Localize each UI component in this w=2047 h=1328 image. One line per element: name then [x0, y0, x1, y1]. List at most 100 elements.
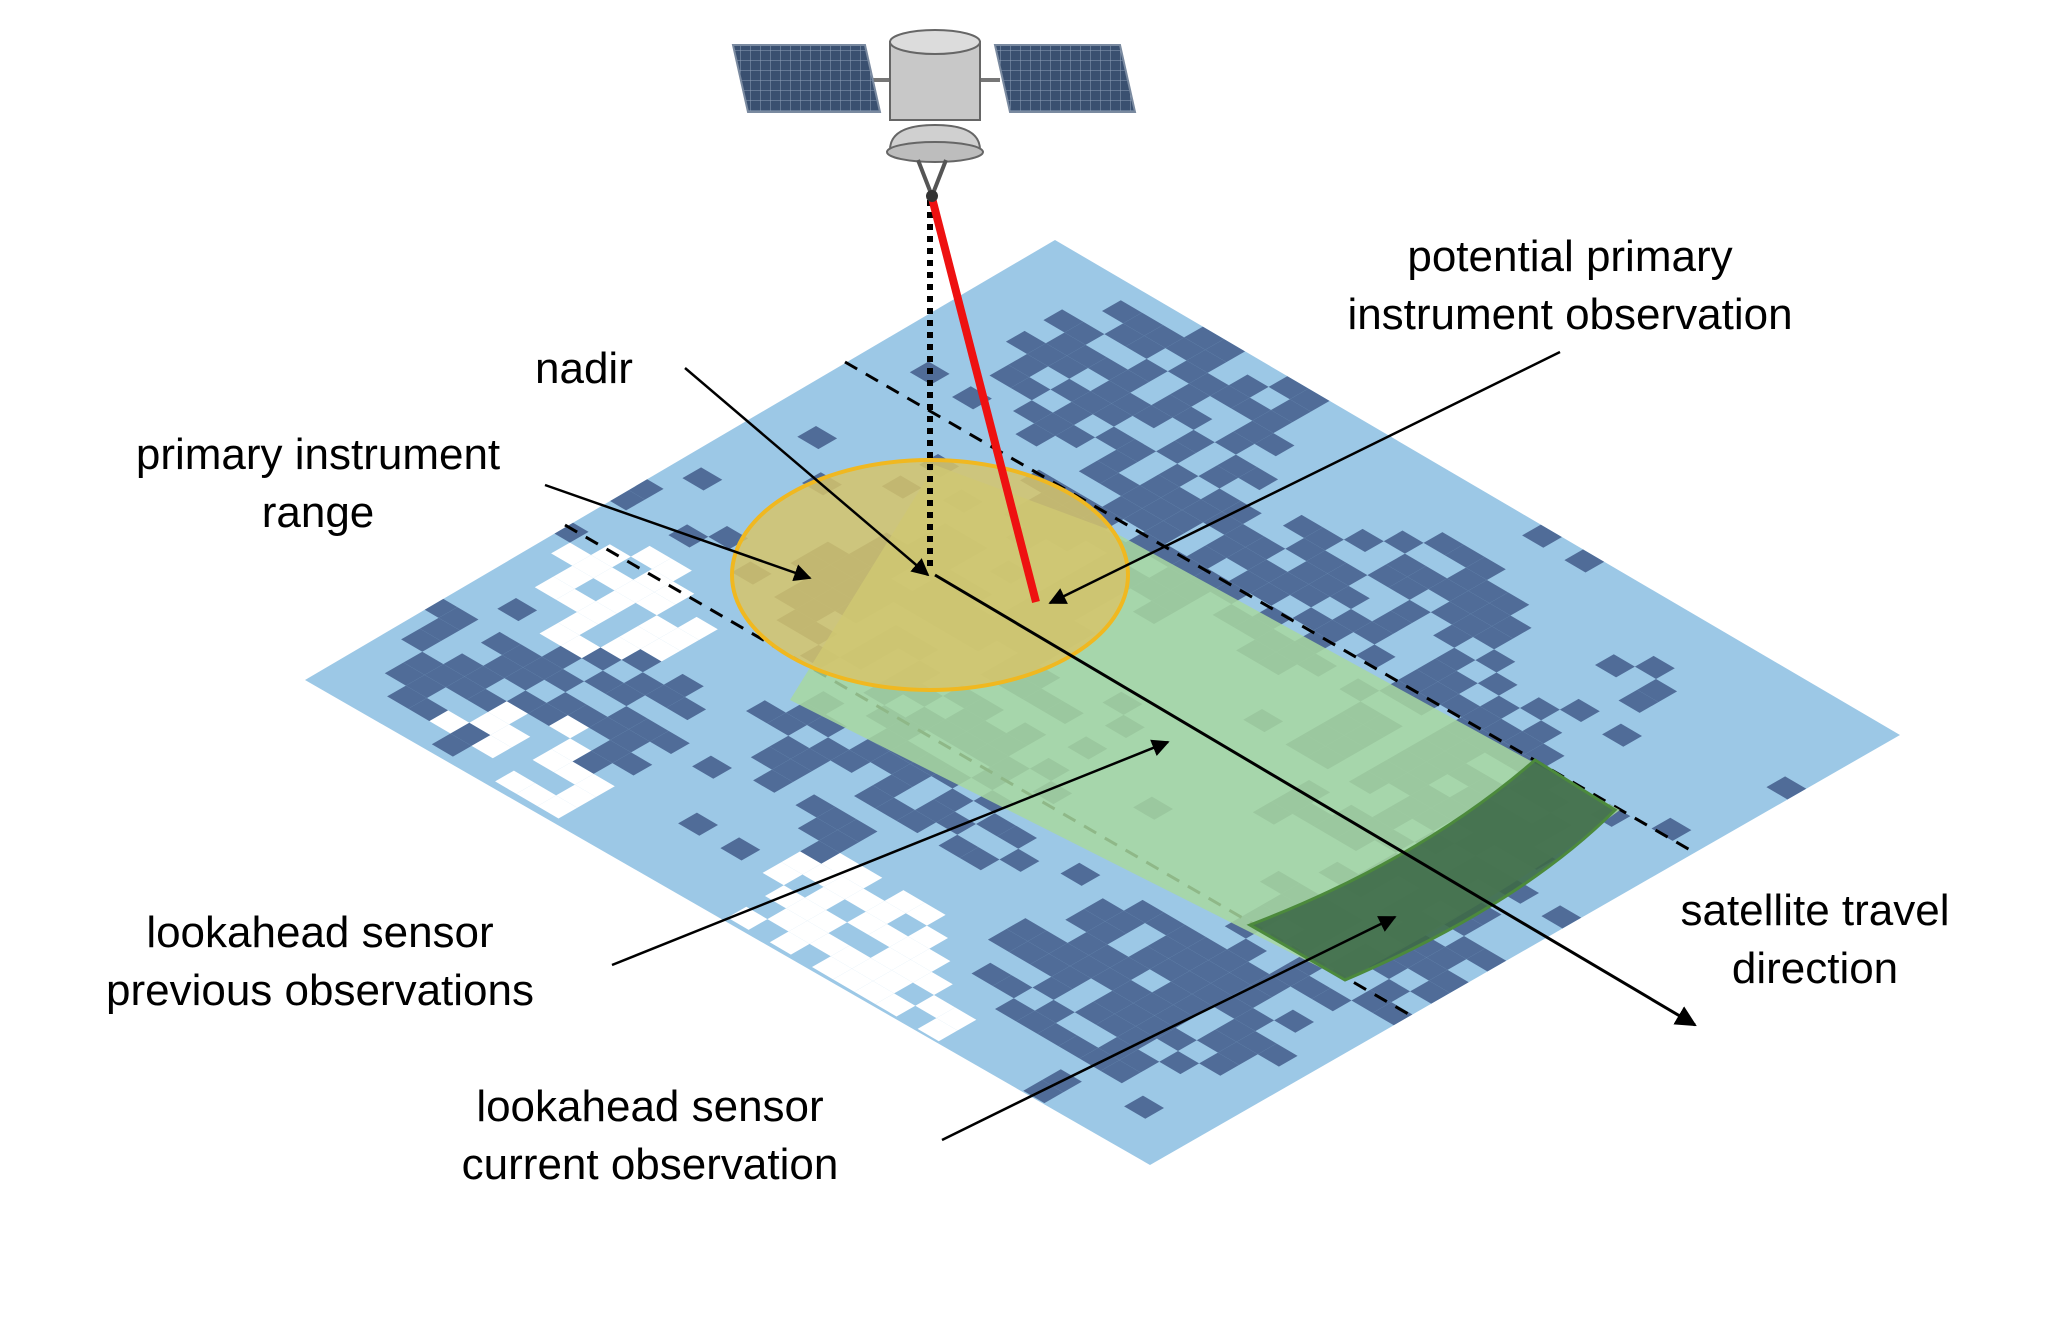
cloud-cell	[875, 993, 916, 1017]
cloud-cell	[1520, 697, 1560, 721]
cloud-cell	[614, 579, 655, 603]
cloud-cell	[1595, 654, 1635, 678]
cloud-cell	[790, 748, 831, 772]
cloud-cell	[833, 968, 873, 992]
cloud-cell	[1313, 619, 1354, 643]
cloud-cell	[1480, 695, 1520, 719]
cloud-cell	[584, 670, 624, 694]
cloud-cell	[870, 751, 911, 775]
cloud-cell	[666, 697, 707, 721]
cloud-cell	[1139, 474, 1180, 498]
cloud-cell	[1233, 420, 1274, 444]
cloud-cell	[532, 749, 573, 773]
cloud-cell	[1006, 918, 1047, 942]
label-lookahead-previous-line2: previous observations	[105, 966, 534, 1015]
cloud-cell	[1407, 566, 1448, 590]
cloud-cell	[1205, 534, 1246, 558]
cloud-cell	[1618, 689, 1659, 713]
cloud-cell	[1210, 385, 1250, 409]
cloud-cell	[1524, 743, 1565, 767]
cloud-cell	[612, 752, 653, 776]
cloud-cell	[1426, 946, 1467, 970]
cloud-cell	[624, 672, 664, 696]
cloud-cell	[1445, 936, 1486, 960]
cloud-cell	[527, 702, 568, 726]
cloud-cell	[1052, 401, 1093, 425]
cloud-cell	[1174, 429, 1215, 453]
cloud-cell	[1027, 343, 1067, 367]
cloud-cell	[1070, 955, 1110, 979]
cloud-cell	[1461, 706, 1502, 730]
cloud-cell	[1466, 948, 1507, 972]
cloud-cell	[797, 817, 838, 841]
cloud-cell	[1634, 655, 1675, 679]
cloud-cell	[1099, 472, 1140, 496]
cloud-cell	[1294, 630, 1335, 654]
cloud-cell	[1186, 349, 1227, 373]
cloud-cell	[908, 925, 948, 949]
cloud-cell	[1084, 898, 1124, 922]
cloud-cell	[1343, 528, 1384, 552]
cloud-cell	[854, 785, 894, 809]
cloud-cell	[1482, 718, 1523, 742]
cloud-cell	[403, 651, 444, 675]
label-travel-direction: satellite travel direction	[1640, 882, 1990, 998]
cloud-cell	[633, 569, 674, 593]
cloud-cell	[1215, 1018, 1256, 1042]
cloud-cell	[1074, 1001, 1115, 1025]
cloud-cell	[753, 769, 793, 793]
cloud-cell	[1095, 1013, 1136, 1037]
cloud-cell	[1090, 380, 1131, 404]
satellite-dish	[886, 141, 984, 163]
cloud-cell	[915, 799, 955, 823]
cloud-cell	[938, 834, 979, 858]
cloud-cell	[1111, 392, 1152, 416]
cloud-cell	[1166, 924, 1206, 948]
cloud-cell	[837, 819, 878, 843]
cloud-cell	[1043, 309, 1084, 333]
cloud-cell	[1370, 979, 1411, 1003]
cloud-cell	[1144, 520, 1185, 544]
cloud-cell	[600, 636, 641, 660]
cloud-cell	[1388, 576, 1429, 600]
cloud-cell	[868, 924, 909, 948]
cloud-cell	[588, 716, 629, 740]
cloud-cell	[1268, 376, 1309, 400]
cloud-cell	[1451, 613, 1492, 637]
cloud-cell	[628, 718, 669, 742]
cloud-cell	[1447, 567, 1487, 591]
label-lookahead-current-line1: lookahead sensor	[476, 1082, 824, 1131]
cloud-cell	[854, 981, 895, 1005]
cloud-cell	[781, 851, 822, 875]
cloud-cell	[405, 674, 446, 698]
cloud-cell	[502, 644, 542, 668]
cloud-cell	[1170, 970, 1211, 994]
cloud-cell	[809, 737, 850, 761]
cloud-cell	[1142, 497, 1182, 521]
cloud-cell	[1188, 372, 1229, 396]
cloud-cell	[788, 920, 829, 944]
cloud-cell	[884, 890, 925, 914]
cloud-cell	[1093, 990, 1134, 1014]
cloud-cell	[640, 638, 681, 662]
cloud-cell	[999, 848, 1040, 872]
cloud-cell	[572, 750, 613, 774]
travel-direction-arrow	[934, 573, 1697, 1027]
cloud-cell	[1198, 465, 1239, 489]
cloud-cell	[610, 729, 650, 753]
cloud-cell	[1208, 949, 1249, 973]
cloud-cell	[1247, 559, 1288, 583]
cloud-cell	[992, 975, 1033, 999]
cloud-cell	[1186, 545, 1227, 569]
cloud-cell	[1109, 956, 1150, 980]
cloud-cell	[971, 962, 1012, 986]
cloud-cell	[872, 774, 913, 798]
cloud-cell	[1428, 969, 1469, 993]
cloud-cell	[1252, 410, 1293, 434]
cloud-cell	[1032, 976, 1073, 1000]
cloud-cell	[1410, 980, 1450, 1004]
pointing-line	[928, 197, 1040, 603]
cloud-cell	[1182, 499, 1222, 523]
label-primary-range-line1: primary instrument	[135, 430, 501, 479]
cloud-cell	[1119, 1049, 1160, 1073]
